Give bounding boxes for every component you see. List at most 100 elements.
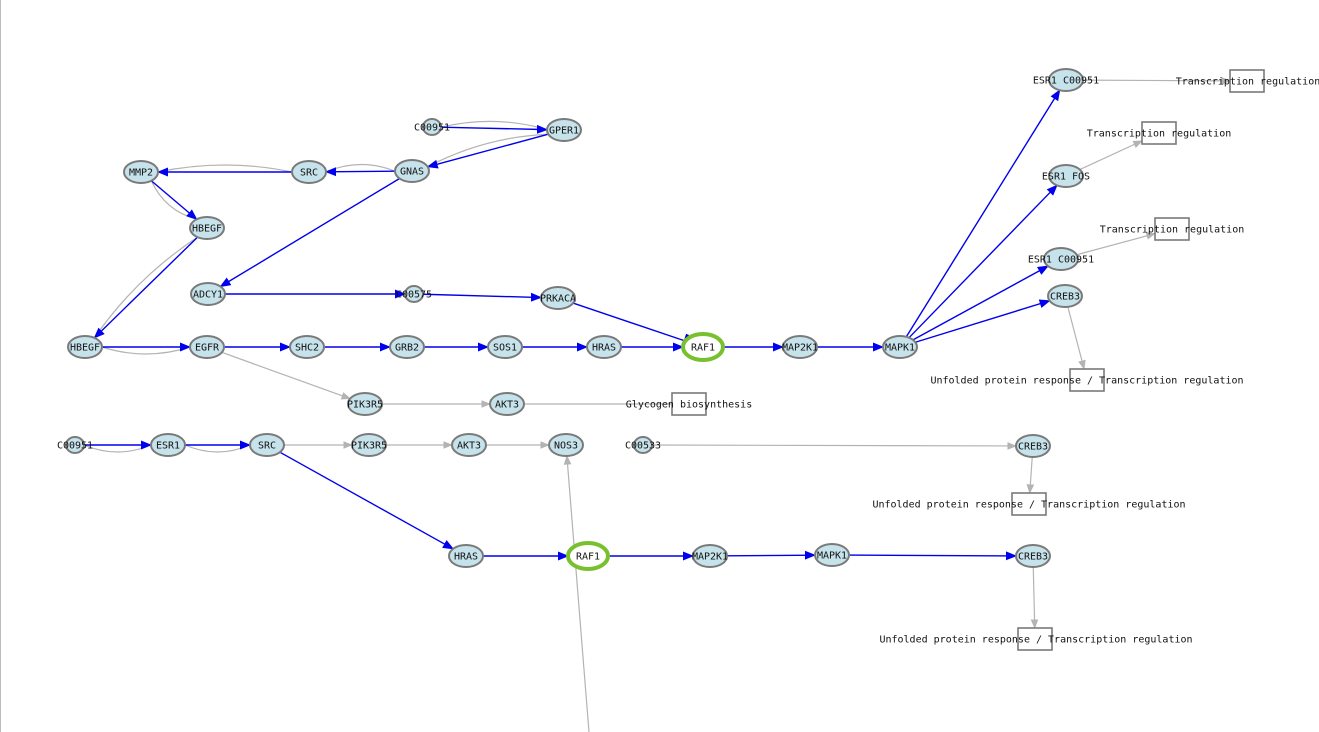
- node-shape: [681, 332, 725, 362]
- gene-node[interactable]: GRB2: [389, 335, 425, 359]
- node-label: C00575: [396, 290, 432, 301]
- gene-node[interactable]: MMP2: [123, 160, 159, 184]
- process-node[interactable]: Unfolded protein response / Transcriptio…: [879, 627, 1193, 651]
- edge-activation: [422, 292, 543, 302]
- edge-relation: [1082, 77, 1231, 85]
- gene-node[interactable]: ESR1 FOS: [1042, 164, 1090, 188]
- node-shape: [1043, 247, 1079, 271]
- compound-node[interactable]: C00951: [414, 118, 450, 136]
- node-label: MAP2K1: [782, 343, 818, 354]
- gene-node[interactable]: NOS3: [548, 433, 584, 457]
- highlighted-gene-node[interactable]: RAF1: [566, 541, 610, 571]
- gene-node[interactable]: ESR1 C00951: [1028, 247, 1094, 271]
- gene-node[interactable]: PRKACA: [540, 286, 576, 310]
- compound-node[interactable]: C00575: [396, 285, 432, 303]
- node-shape: [566, 541, 610, 571]
- gene-node[interactable]: HRAS: [586, 335, 622, 359]
- node-label: PIK3R5: [351, 441, 387, 452]
- highlighted-gene-node[interactable]: RAF1: [681, 332, 725, 362]
- node-shape: [814, 543, 850, 567]
- gene-node[interactable]: ESR1 C00951: [1033, 68, 1099, 92]
- process-node[interactable]: Transcription regulation: [1176, 69, 1319, 93]
- node-shape: [404, 285, 424, 303]
- gene-node[interactable]: GNAS: [394, 159, 430, 183]
- node-shape: [487, 335, 523, 359]
- process-box: [1069, 368, 1105, 392]
- node-label: ESR1 C00951: [1033, 76, 1099, 87]
- edge-relation: [563, 455, 590, 732]
- process-label: Unfolded protein response / Transcriptio…: [930, 376, 1243, 387]
- edge-activation: [440, 124, 549, 134]
- process-box: [1229, 69, 1265, 93]
- gene-node[interactable]: EGFR: [189, 335, 225, 359]
- node-shape: [448, 544, 484, 568]
- gene-node[interactable]: SOS1: [487, 335, 523, 359]
- edge-activation: [908, 184, 1058, 339]
- node-label: CREB3: [1018, 442, 1048, 453]
- node-label: RAF1: [576, 552, 600, 563]
- edge-activation: [219, 177, 400, 288]
- gene-node[interactable]: SRC: [291, 160, 327, 184]
- node-label: SHC2: [295, 343, 319, 354]
- gene-node[interactable]: CREB3: [1015, 434, 1051, 458]
- process-node[interactable]: Unfolded protein response / Transcriptio…: [872, 492, 1186, 516]
- gene-node[interactable]: ADCY1: [190, 282, 226, 306]
- edge-curve: [93, 236, 198, 339]
- gene-node[interactable]: AKT3: [489, 392, 525, 416]
- node-label: ESR1 C00951: [1028, 255, 1094, 266]
- edge-curve: [184, 444, 251, 453]
- node-label: CREB3: [1050, 292, 1080, 303]
- node-shape: [1015, 434, 1051, 458]
- gene-node[interactable]: HRAS: [448, 544, 484, 568]
- gene-node[interactable]: PIK3R5: [347, 392, 383, 416]
- gene-node[interactable]: MAP2K1: [692, 544, 728, 568]
- node-label: PIK3R5: [347, 400, 383, 411]
- gene-node[interactable]: MAPK1: [814, 543, 850, 567]
- process-node[interactable]: Transcription regulation: [1087, 121, 1232, 145]
- node-shape: [189, 335, 225, 359]
- process-label: Transcription regulation: [1100, 225, 1245, 236]
- node-shape: [189, 216, 225, 240]
- process-node[interactable]: Unfolded protein response / Transcriptio…: [930, 368, 1244, 392]
- process-node[interactable]: Transcription regulation: [1100, 217, 1245, 241]
- gene-node[interactable]: MAPK1: [882, 335, 918, 359]
- node-shape: [882, 335, 918, 359]
- node-shape: [1048, 164, 1084, 188]
- gene-node[interactable]: MAP2K1: [782, 335, 818, 359]
- gene-node[interactable]: HBEGF: [189, 216, 225, 240]
- node-shape: [633, 436, 653, 454]
- edge-activation: [905, 89, 1061, 338]
- gene-node[interactable]: CREB3: [1015, 544, 1051, 568]
- gene-node[interactable]: HBEGF: [67, 335, 103, 359]
- gene-node[interactable]: PIK3R5: [351, 433, 387, 457]
- edge-relation: [1026, 456, 1035, 494]
- node-label: MMP2: [129, 168, 153, 179]
- gene-node[interactable]: SRC: [249, 433, 285, 457]
- node-label: CREB3: [1018, 552, 1048, 563]
- node-shape: [546, 118, 582, 142]
- process-label: Transcription regulation: [1176, 77, 1319, 88]
- node-label: NOS3: [554, 441, 578, 452]
- compound-node[interactable]: C00533: [625, 436, 661, 454]
- edge-curve: [157, 164, 293, 173]
- compound-node[interactable]: C00951: [57, 436, 93, 454]
- gene-node[interactable]: CREB3: [1047, 284, 1083, 308]
- process-label: Unfolded protein response / Transcriptio…: [879, 635, 1192, 646]
- edge-curve: [101, 346, 191, 355]
- gene-node[interactable]: AKT3: [451, 433, 487, 457]
- node-label: GRB2: [395, 343, 419, 354]
- process-node[interactable]: Glycogen biosynthesis: [626, 392, 752, 416]
- process-box: [671, 392, 707, 416]
- gene-node[interactable]: SHC2: [289, 335, 325, 359]
- edge-activation: [324, 167, 396, 177]
- edge-activation: [848, 551, 1018, 561]
- gene-node[interactable]: GPER1: [546, 118, 582, 142]
- edge-activation: [93, 236, 199, 339]
- gene-node[interactable]: ESR1: [150, 433, 186, 457]
- node-shape: [451, 433, 487, 457]
- node-shape: [249, 433, 285, 457]
- node-label: ESR1: [156, 441, 180, 452]
- node-label: C00533: [625, 441, 661, 452]
